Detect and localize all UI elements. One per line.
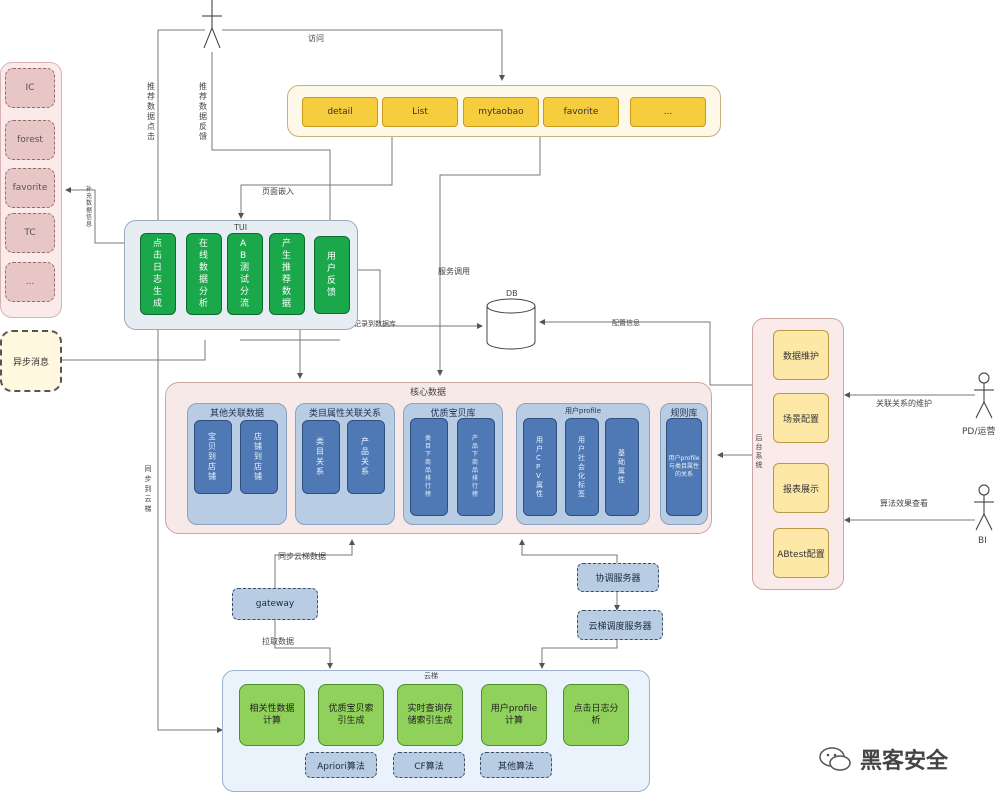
pd-label: PD/运营 (962, 427, 996, 437)
tui-gen-recommend[interactable]: 产生推荐数据 (269, 233, 305, 315)
page-favorite[interactable]: favorite (543, 97, 619, 127)
group-rules-title: 规则库 (670, 409, 698, 419)
label-sync-cloud: 同步到云梯 (144, 465, 152, 513)
tui-gen-recommend-text: 产生推荐数据 (282, 239, 292, 309)
label-sync-cloud-data: 同步云梯数据 (278, 552, 326, 561)
pd-actor (972, 372, 996, 422)
core-item-user-cpv[interactable]: 用户CPV属性 (523, 418, 557, 516)
wechat-icon (819, 747, 851, 771)
db-label: DB (506, 289, 518, 298)
label-record-db: 记录到数据库 (354, 320, 396, 328)
bi-actor (972, 484, 996, 534)
backend-abtest-config[interactable]: ABtest配置 (773, 528, 829, 578)
sched-server-box[interactable]: 云梯调度服务器 (577, 610, 663, 640)
core-item-item-to-shop[interactable]: 宝贝到店铺 (194, 420, 232, 494)
stick-figure-icon (974, 372, 994, 419)
algo-other[interactable]: 其他算法 (480, 752, 552, 778)
database-icon (486, 298, 536, 350)
backend-scene-config[interactable]: 场景配置 (773, 393, 829, 443)
core-item-category-rel[interactable]: 类目关系 (302, 420, 340, 494)
core-item-item-to-shop-text: 宝贝到店铺 (208, 432, 216, 481)
db-cylinder[interactable] (485, 298, 537, 350)
label-service-call: 服务调用 (438, 267, 470, 276)
core-item-product-ranking[interactable]: 产品下商品排行榜 (457, 418, 495, 516)
label-relation-maintain: 关联关系的维护 (876, 399, 932, 408)
core-item-shop-to-shop[interactable]: 店铺到店铺 (240, 420, 278, 494)
left-item-more[interactable]: ... (5, 262, 55, 302)
backend-label: 后台系统 (755, 434, 763, 469)
page-more[interactable]: ... (630, 97, 706, 127)
tui-click-log[interactable]: 点击日志生成 (140, 233, 176, 315)
label-page-embed: 页面嵌入 (262, 187, 294, 196)
page-list[interactable]: List (382, 97, 458, 127)
cloud-label: 云梯 (424, 672, 438, 680)
cloud-quality-index[interactable]: 优质宝贝索引生成 (318, 684, 384, 746)
group-user-profile-title: 用户profile (564, 407, 602, 415)
tui-user-feedback-text: 用户反馈 (327, 252, 337, 298)
page-detail[interactable]: detail (302, 97, 378, 127)
label-algo-check: 算法效果查看 (880, 499, 928, 508)
async-message-box[interactable]: 异步消息 (0, 330, 62, 392)
group-quality-items-title: 优质宝贝库 (430, 409, 476, 419)
left-item-favorite[interactable]: favorite (5, 168, 55, 208)
watermark: 黑客安全 (818, 743, 988, 775)
label-recommend-click: 推荐数据点击 (147, 82, 155, 141)
core-item-profile-rule-text: 用户profile与类目属性的关系 (668, 455, 700, 478)
algo-cf[interactable]: CF算法 (393, 752, 465, 778)
stick-figure-icon (974, 484, 994, 531)
core-item-shop-to-shop-text: 店铺到店铺 (254, 432, 262, 481)
group-category-attr-title: 类目属性关联关系 (308, 409, 381, 419)
tui-ab-test-text: AB测试分流 (240, 239, 250, 309)
label-config-info: 配置信息 (612, 319, 640, 327)
cloud-user-profile-calc[interactable]: 用户profile计算 (481, 684, 547, 746)
backend-data-maintain[interactable]: 数据维护 (773, 330, 829, 380)
cloud-realtime-index[interactable]: 实时查询存储索引生成 (397, 684, 463, 746)
core-item-user-social-text: 用户社会化标签 (578, 435, 585, 498)
backend-report[interactable]: 报表展示 (773, 463, 829, 513)
gateway-box[interactable]: gateway (232, 588, 318, 620)
tui-ab-test[interactable]: AB测试分流 (227, 233, 263, 315)
label-pull-data: 拉取数据 (262, 637, 294, 646)
algo-apriori[interactable]: Apriori算法 (305, 752, 377, 778)
core-item-product-ranking-text: 产品下商品排行榜 (472, 435, 479, 498)
core-item-basic-attr-text: 基础属性 (618, 449, 625, 484)
core-item-product-rel-text: 产品关系 (361, 437, 369, 476)
watermark-text: 黑客安全 (860, 749, 949, 774)
cloud-relevance-calc[interactable]: 相关性数据计算 (239, 684, 305, 746)
user-actor (200, 0, 224, 55)
label-visit: 访问 (308, 34, 324, 43)
left-item-ic[interactable]: IC (5, 68, 55, 108)
core-item-product-rel[interactable]: 产品关系 (347, 420, 385, 494)
label-supplement-info: 补充数据信息 (85, 186, 92, 228)
core-data-label: 核心数据 (410, 388, 447, 398)
bi-label: BI (978, 536, 987, 546)
tui-click-log-text: 点击日志生成 (153, 239, 163, 309)
core-item-profile-rule[interactable]: 用户profile与类目属性的关系 (666, 418, 702, 516)
label-recommend-feedback: 推荐数据反馈 (199, 82, 207, 141)
tui-label: TUI (234, 223, 248, 232)
group-other-relation-title: 其他关联数据 (209, 409, 264, 419)
core-item-category-ranking-text: 类目下商品排行榜 (425, 435, 432, 498)
left-item-forest[interactable]: forest (5, 120, 55, 160)
coord-server-box[interactable]: 协调服务器 (577, 563, 659, 592)
core-item-category-ranking[interactable]: 类目下商品排行榜 (410, 418, 448, 516)
core-item-category-rel-text: 类目关系 (316, 437, 324, 476)
tui-online-analysis[interactable]: 在线数据分析 (186, 233, 222, 315)
page-mytaobao[interactable]: mytaobao (463, 97, 539, 127)
core-item-user-social[interactable]: 用户社会化标签 (565, 418, 599, 516)
cloud-click-log-analysis[interactable]: 点击日志分析 (563, 684, 629, 746)
stick-figure-icon (202, 0, 222, 49)
left-item-tc[interactable]: TC (5, 213, 55, 253)
core-item-basic-attr[interactable]: 基础属性 (605, 418, 639, 516)
tui-online-analysis-text: 在线数据分析 (199, 239, 209, 309)
tui-user-feedback[interactable]: 用户反馈 (314, 236, 350, 314)
core-item-user-cpv-text: 用户CPV属性 (536, 435, 543, 498)
